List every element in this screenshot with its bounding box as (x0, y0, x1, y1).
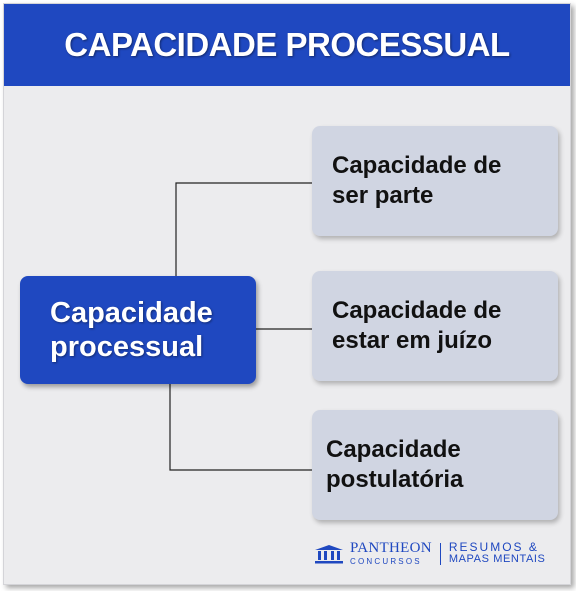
connector-lines (169, 182, 312, 471)
node-capacidade-estar-em-juizo: Capacidade de estar em juízo (312, 271, 558, 381)
connector-to-ser-parte (175, 182, 312, 276)
connector-to-postulatoria (169, 384, 312, 471)
brand-divider (439, 542, 441, 565)
diagram-frame: CAPACIDADE PROCESSUAL Capacidade process… (3, 3, 571, 585)
temple-icon (315, 544, 343, 563)
brand-subtitle: CONCURSOS (350, 557, 422, 566)
title-banner: CAPACIDADE PROCESSUAL (4, 4, 570, 86)
node-label: Capacidade de ser parte (332, 152, 502, 209)
node-capacidade-postulatoria: Capacidade postulatória (312, 410, 558, 520)
node-label: Capacidade postulatória (326, 436, 464, 493)
brand-logo: PANTHEON CONCURSOS RESUMOS & MAPAS MENTA… (314, 541, 546, 566)
brand-name: PANTHEON (350, 540, 432, 556)
node-capacidade-ser-parte: Capacidade de ser parte (312, 126, 558, 236)
node-label: Capacidade de estar em juízo (332, 297, 502, 354)
root-node-label: Capacidade processual (50, 296, 213, 363)
page-title: CAPACIDADE PROCESSUAL (64, 26, 510, 63)
brand-tagline-line-1: RESUMOS & (448, 540, 539, 555)
brand-tagline-line-2: MAPAS MENTAIS (448, 553, 546, 566)
root-node-capacidade-processual: Capacidade processual (20, 276, 256, 384)
